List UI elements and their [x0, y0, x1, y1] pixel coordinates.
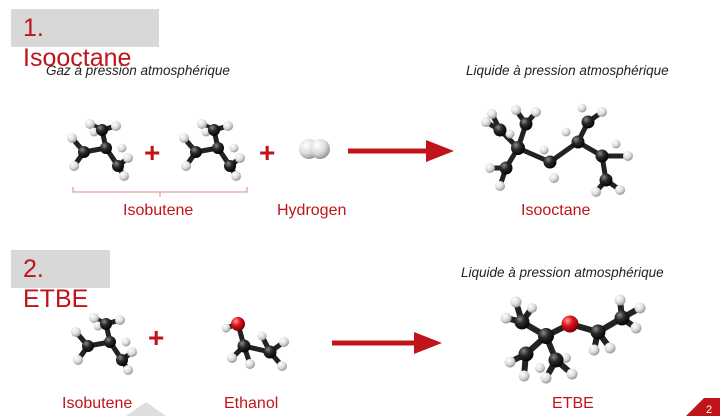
section-title-isooctane: 1. Isooctane: [11, 9, 159, 72]
label-hydrogen: Hydrogen: [277, 202, 347, 219]
plus-sign-1: +: [144, 137, 161, 168]
label-isobutene-2: Isobutene: [62, 395, 133, 412]
hydrogen-atoms: [67, 119, 133, 181]
condition-liquid-2: Liquide à pression atmosphérique: [461, 265, 664, 280]
condition-liquid-1: Liquide à pression atmosphérique: [466, 63, 669, 78]
hydrogen-molecule: [299, 139, 330, 159]
label-isobutene-1: Isobutene: [123, 202, 194, 219]
isobutene-molecule-3: [71, 313, 137, 375]
label-isooctane: Isooctane: [521, 202, 591, 219]
section-title-etbe: 2. ETBE: [11, 250, 110, 313]
reaction-arrow-2: [332, 332, 442, 354]
plus-sign-3: +: [148, 322, 165, 353]
isooctane-molecule: [481, 103, 633, 197]
plus-sign-2: +: [259, 137, 276, 168]
isobutene-molecule-1: [67, 119, 133, 181]
isobutene-bracket: [72, 187, 248, 197]
label-ethanol: Ethanol: [224, 395, 279, 412]
etbe-molecule: [500, 294, 646, 384]
label-etbe: ETBE: [552, 395, 594, 412]
isobutene-molecule-2: [179, 119, 245, 181]
page-number: 2: [706, 404, 713, 416]
page-number-tab: [686, 398, 720, 416]
bottom-decoration-triangle: [126, 402, 166, 416]
reaction-arrow-1: [348, 140, 454, 162]
condition-gas: Gaz à pression atmosphérique: [46, 63, 230, 78]
ethanol-molecule: [221, 317, 289, 371]
